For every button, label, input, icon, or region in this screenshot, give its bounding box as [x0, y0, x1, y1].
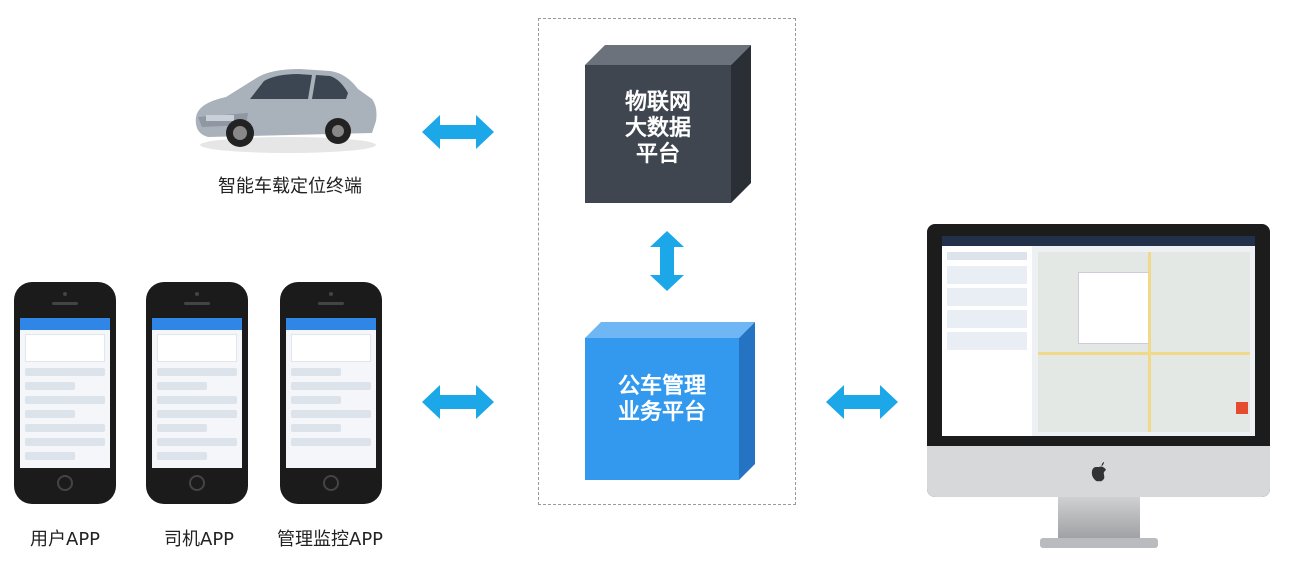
- vertical-double-arrow-icon: [650, 231, 684, 291]
- double-arrow-icon: [422, 115, 494, 149]
- monitor-app-label: 管理监控APP: [277, 529, 384, 550]
- double-arrow-icon: [422, 385, 494, 419]
- car-illustration: [195, 69, 377, 153]
- business-platform-block: [585, 322, 755, 480]
- double-arrow-icon: [826, 385, 898, 419]
- iot-platform-block: [585, 45, 751, 203]
- user-app-phone: [14, 282, 116, 504]
- driver-app-label: 司机APP: [164, 529, 235, 550]
- user-app-label: 用户APP: [30, 529, 101, 550]
- desktop-monitor-illustration: [927, 224, 1270, 497]
- monitor-stand: [1058, 497, 1140, 541]
- terminal-label: 智能车载定位终端: [218, 176, 362, 197]
- monitor-foot: [1040, 538, 1158, 548]
- business-platform-label: 公车管理 业务平台: [617, 374, 706, 425]
- driver-app-phone: [146, 282, 248, 504]
- platform-container: [538, 18, 796, 505]
- apple-logo-icon: [1091, 462, 1106, 482]
- iot-platform-label: 物联网 大数据 平台: [624, 90, 691, 167]
- monitor-app-phone: [280, 282, 382, 504]
